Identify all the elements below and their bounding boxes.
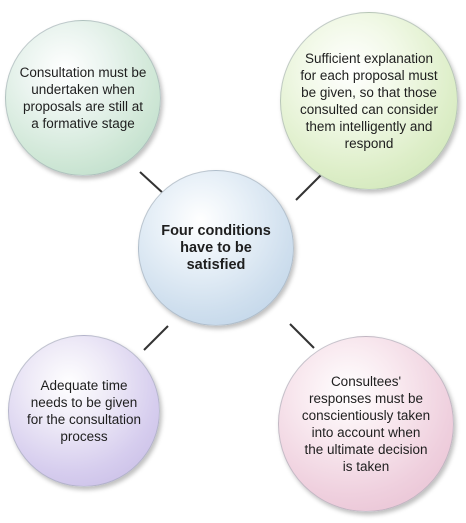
central-title: Four conditions have to be satisfied — [161, 222, 271, 273]
condition-bubble-conscientious-responses: Consultees' responses must be conscienti… — [278, 336, 454, 512]
condition-text-sufficient-explanation: Sufficient explanation for each proposal… — [299, 51, 439, 151]
condition-text-adequate-time: Adequate time needs to be given for the … — [26, 378, 142, 444]
connector-bottom-left — [143, 325, 169, 351]
condition-text-conscientious-responses: Consultees' responses must be conscienti… — [301, 374, 431, 474]
condition-bubble-adequate-time: Adequate time needs to be given for the … — [8, 335, 160, 487]
connector-top-left — [139, 171, 165, 195]
connector-bottom-right — [289, 323, 315, 349]
connector-top-right — [295, 173, 323, 201]
condition-text-formative-stage: Consultation must be undertaken when pro… — [19, 65, 147, 131]
condition-bubble-sufficient-explanation: Sufficient explanation for each proposal… — [280, 12, 458, 190]
condition-bubble-formative-stage: Consultation must be undertaken when pro… — [5, 20, 161, 176]
central-bubble: Four conditions have to be satisfied — [138, 170, 294, 326]
